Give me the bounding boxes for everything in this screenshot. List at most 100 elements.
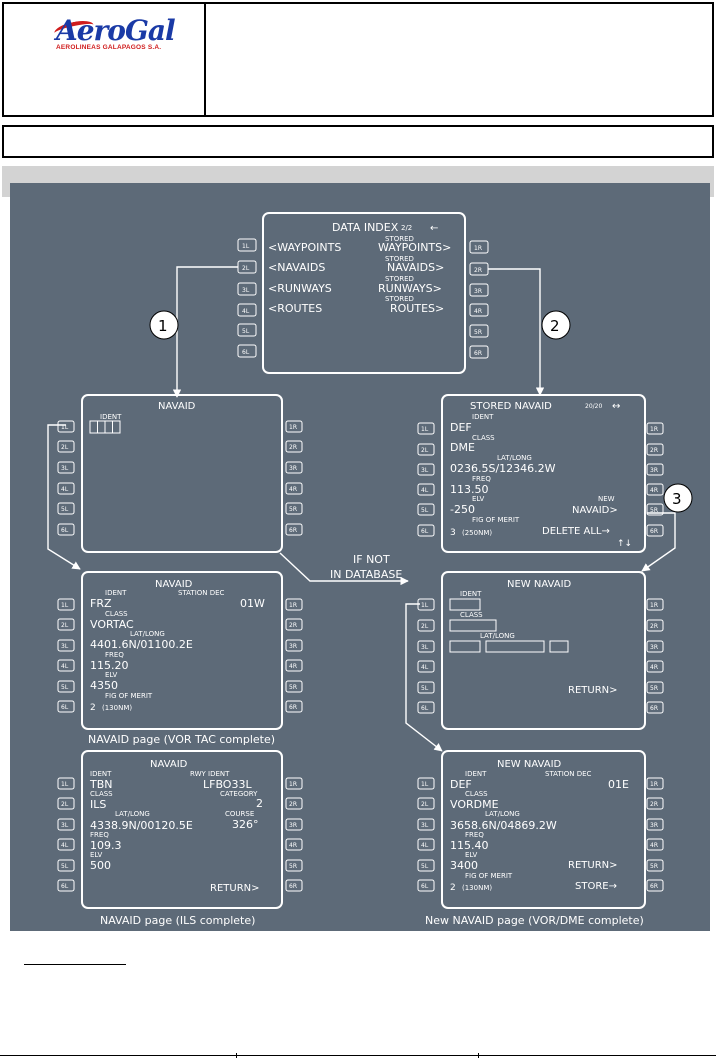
- svg-text:2L: 2L: [421, 447, 429, 454]
- lsk-2r[interactable]: 2R: [469, 262, 489, 276]
- navaid-vortac-keys: 1L 2L 3L 4L 5L 6L 1R 2R 3R 4R 5R 6R: [57, 598, 303, 713]
- ident-label: IDENT: [100, 413, 122, 421]
- svg-text:6L: 6L: [421, 883, 429, 890]
- lsk-5r[interactable]: 5R: [469, 324, 489, 338]
- svg-text:6L: 6L: [242, 349, 250, 356]
- new-navaid-vordme-screen: NEW NAVAID IDENT STATION DEC DEF 01E CLA…: [441, 750, 646, 909]
- svg-text:2R: 2R: [650, 623, 658, 630]
- navaid-ils-screen: NAVAID IDENT RWY IDENT TBN LFBO33L CLASS…: [81, 750, 283, 909]
- lsk-6r[interactable]: 6R: [469, 345, 489, 359]
- class-value: VORDME: [450, 798, 499, 811]
- delete-all-action[interactable]: DELETE ALL→: [542, 526, 610, 537]
- return-action[interactable]: RETURN>: [210, 883, 260, 894]
- svg-text:6L: 6L: [421, 528, 429, 535]
- svg-text:5L: 5L: [421, 863, 429, 870]
- svg-text:CATEGORY: CATEGORY: [220, 790, 258, 798]
- menu-runways[interactable]: <RUNWAYS: [268, 282, 332, 295]
- svg-text:ELV: ELV: [105, 671, 118, 679]
- svg-text:1R: 1R: [289, 781, 297, 788]
- svg-text:FREQ: FREQ: [105, 651, 124, 659]
- station-dec-value: 01E: [608, 778, 629, 791]
- return-action[interactable]: RETURN>: [568, 685, 618, 696]
- lsk-2l[interactable]: 2L: [237, 260, 257, 274]
- page-indicator: 20/20: [585, 403, 602, 410]
- svg-text:6L: 6L: [61, 704, 69, 711]
- svg-text:1R: 1R: [650, 602, 658, 609]
- svg-text:ELV: ELV: [90, 851, 103, 859]
- svg-text:CLASS: CLASS: [465, 790, 488, 798]
- svg-text:3R: 3R: [289, 465, 297, 472]
- return-action[interactable]: RETURN>: [568, 860, 618, 871]
- data-index-keys: 1L 2L 3L 4L 5L 6L 1R 2R 3R 4R 5R 6R: [237, 238, 489, 359]
- svg-text:FIG OF MERIT: FIG OF MERIT: [465, 872, 513, 880]
- menu-stored-runways[interactable]: RUNWAYS>: [378, 282, 442, 295]
- new-navaid-action[interactable]: NAVAID>: [572, 505, 618, 516]
- svg-text:2: 2: [90, 703, 96, 713]
- svg-text:IDENT: IDENT: [460, 590, 482, 598]
- menu-stored-routes[interactable]: ROUTES>: [390, 302, 444, 315]
- svg-text:2L: 2L: [61, 444, 69, 451]
- stored-label: STORED: [385, 295, 414, 303]
- flow-arrows: [47, 266, 676, 752]
- svg-text:6L: 6L: [421, 705, 429, 712]
- latlong-value: 3658.6N/04869.2W: [450, 819, 557, 832]
- lsk-5l[interactable]: 5L: [237, 323, 257, 337]
- new-navaid-empty-screen: NEW NAVAID IDENT CLASS LAT/LONG RETURN>: [441, 571, 646, 730]
- svg-text:FREQ: FREQ: [472, 475, 491, 483]
- svg-text:3R: 3R: [289, 822, 297, 829]
- svg-text:STATION DEC: STATION DEC: [178, 589, 225, 597]
- svg-text:5R: 5R: [289, 863, 297, 870]
- svg-text:4L: 4L: [421, 487, 429, 494]
- svg-text:ELV: ELV: [465, 851, 478, 859]
- mcdu-navaid-figure: DATA INDEX 2/2 ← STORED <WAYPOINTS WAYPO…: [10, 183, 710, 931]
- lsk-4l[interactable]: 4L: [237, 303, 257, 317]
- screen-title: STORED NAVAID: [470, 401, 552, 412]
- svg-text:NEW: NEW: [598, 495, 615, 503]
- svg-text:FIG OF MERIT: FIG OF MERIT: [105, 692, 153, 700]
- svg-text:3L: 3L: [421, 467, 429, 474]
- lsk-3r[interactable]: 3R: [469, 283, 489, 297]
- menu-stored-navaids[interactable]: NAVAIDS>: [387, 261, 444, 274]
- svg-text:3L: 3L: [61, 822, 69, 829]
- svg-text:1L: 1L: [421, 781, 429, 788]
- lsk-3l[interactable]: 3L: [237, 282, 257, 296]
- svg-text:(130NM): (130NM): [102, 704, 132, 712]
- stored-navaid-screen: STORED NAVAID 20/20 ↔ IDENT DEF CLASS DM…: [441, 394, 646, 553]
- lsk-4r[interactable]: 4R: [469, 303, 489, 317]
- svg-text:6L: 6L: [61, 883, 69, 890]
- lsk-6l[interactable]: 6L: [237, 344, 257, 358]
- lat-entry-boxes: [449, 640, 481, 653]
- elv-value: -250: [450, 503, 475, 516]
- svg-text:4L: 4L: [421, 842, 429, 849]
- new-navaid-vordme-keys: 1L 2L 3L 4L 5L 6L 1R 2R 3R 4R 5R 6R: [417, 777, 664, 892]
- svg-text:1R: 1R: [474, 245, 482, 252]
- svg-text:2: 2: [450, 883, 456, 893]
- navaid-vortac-screen: NAVAID IDENT STATION DEC FRZ 01W CLASS V…: [81, 571, 283, 730]
- svg-text:1L: 1L: [421, 602, 429, 609]
- store-action[interactable]: STORE→: [575, 881, 617, 892]
- callout-1: 1: [149, 310, 179, 340]
- ident-entry-boxes: [449, 598, 481, 611]
- svg-text:CLASS: CLASS: [105, 610, 128, 618]
- navaid-empty-keys: 1L 2L 3L 4L 5L 6L 1R 2R 3R 4R 5R 6R: [57, 420, 303, 536]
- class-value: DME: [450, 441, 475, 454]
- lsk-1r[interactable]: 1R: [469, 240, 489, 254]
- menu-routes[interactable]: <ROUTES: [268, 302, 322, 315]
- menu-waypoints[interactable]: <WAYPOINTS: [268, 241, 341, 254]
- svg-text:5L: 5L: [421, 685, 429, 692]
- new-navaid-empty-keys: 1L 2L 3L 4L 5L 6L 1R 2R 3R 4R 5R 6R: [417, 598, 664, 714]
- svg-text:4R: 4R: [650, 664, 658, 671]
- connector-label-line1: IF NOT: [353, 553, 390, 566]
- screen-title: DATA INDEX: [332, 221, 399, 234]
- svg-text:3L: 3L: [421, 644, 429, 651]
- svg-text:2R: 2R: [650, 447, 658, 454]
- svg-text:6L: 6L: [61, 527, 69, 534]
- lsk-1l[interactable]: 1L: [237, 238, 257, 252]
- svg-text:2L: 2L: [421, 801, 429, 808]
- svg-text:3R: 3R: [474, 288, 482, 295]
- svg-text:6R: 6R: [650, 705, 658, 712]
- stored-navaid-keys: 1L 2L 3L 4L 5L 6L 1R 2R 3R 4R 5R 6R: [417, 422, 664, 537]
- class-value: ILS: [90, 798, 106, 811]
- menu-navaids[interactable]: <NAVAIDS: [268, 261, 325, 274]
- menu-stored-waypoints[interactable]: WAYPOINTS>: [378, 241, 451, 254]
